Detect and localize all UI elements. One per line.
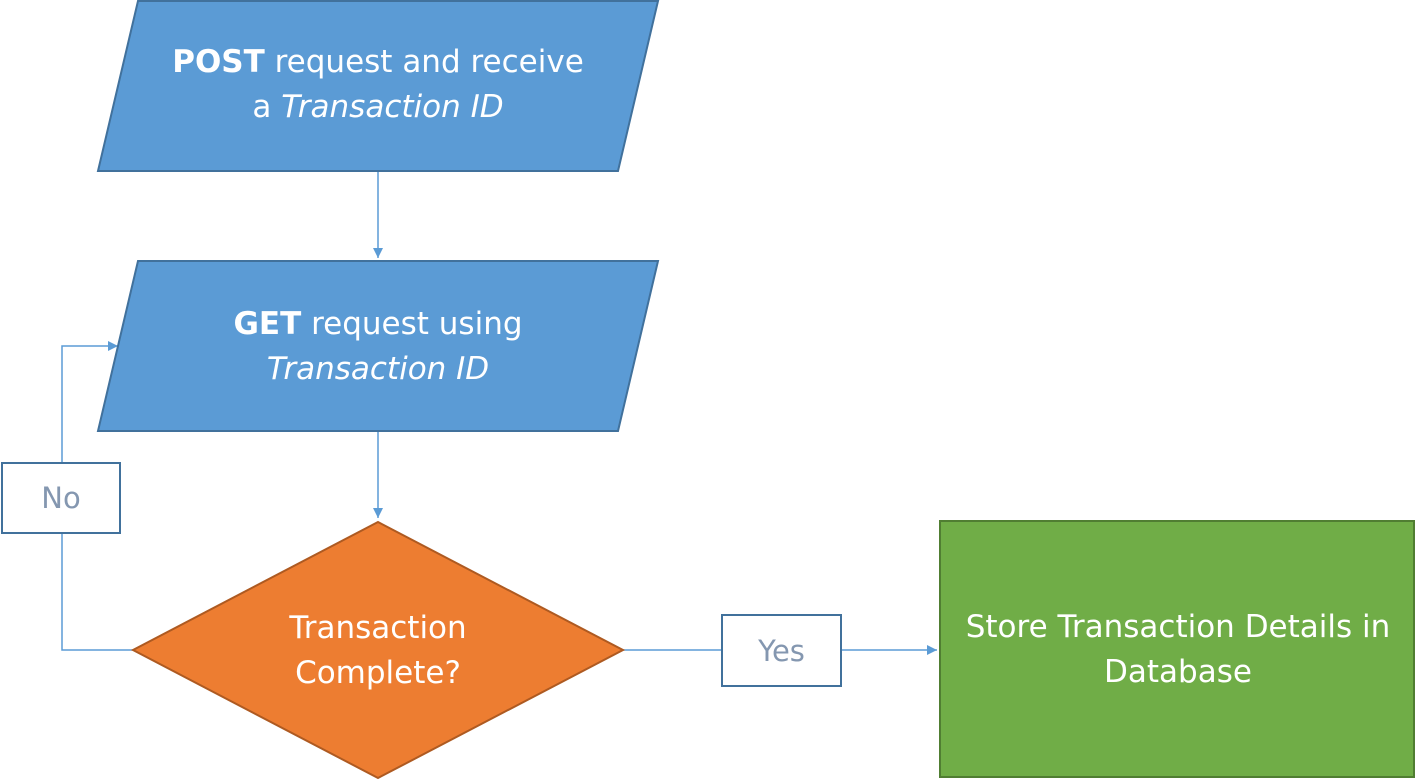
post-transaction-id: Transaction ID: [281, 89, 504, 125]
transaction-complete-decision: [130, 520, 626, 780]
post-request-description: request and receive: [264, 44, 584, 80]
yes-branch-text: Yes: [758, 633, 805, 668]
no-branch-label: No: [1, 462, 121, 534]
decision-text: Transaction Complete?: [228, 606, 528, 696]
get-request-description: request using: [301, 306, 523, 342]
post-request-text: POST request and receive a Transaction I…: [128, 40, 628, 130]
get-request-line2: Transaction ID: [128, 347, 628, 392]
store-process-text: Store Transaction Details in Database: [948, 605, 1408, 695]
decision-line2: Complete?: [295, 655, 461, 691]
get-transaction-id: Transaction ID: [266, 351, 490, 387]
yes-branch-label: Yes: [721, 614, 842, 687]
get-request-text: GET request using Transaction ID: [128, 302, 628, 392]
post-request-line1: POST request and receive: [128, 40, 628, 85]
get-request-shape: [96, 260, 660, 432]
get-request-line1: GET request using: [128, 302, 628, 347]
no-branch-text: No: [41, 481, 81, 515]
decision-line1: Transaction: [289, 610, 467, 646]
get-method-label: GET: [233, 306, 302, 342]
post-method-label: POST: [172, 44, 265, 80]
post-line2-prefix: a: [252, 89, 282, 125]
store-line2: Database: [1104, 654, 1252, 690]
store-transaction-process: [939, 520, 1415, 778]
post-request-line2: a Transaction ID: [128, 85, 628, 130]
post-request-shape: [96, 0, 660, 172]
store-line1: Store Transaction Details in: [965, 609, 1391, 645]
